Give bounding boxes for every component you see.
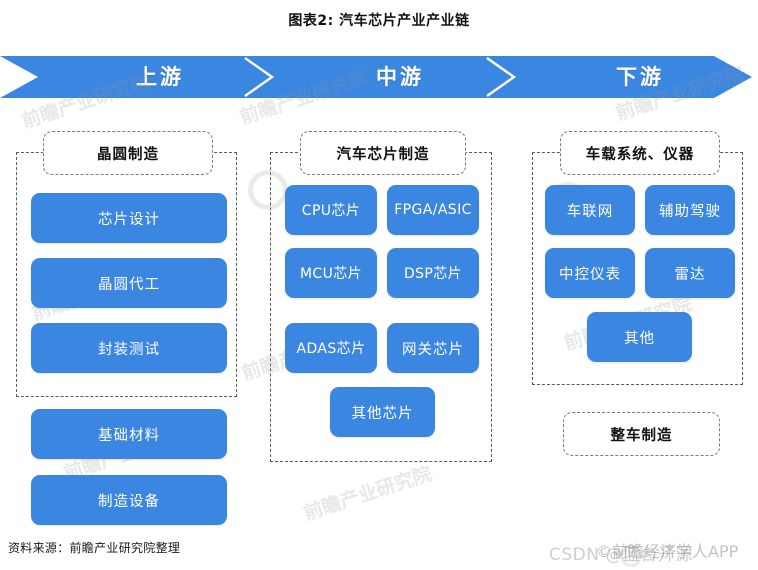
node-assisted-driving: 辅助驾驶 (645, 185, 735, 235)
node-center-console: 中控仪表 (545, 248, 635, 298)
node-manufacturing-equipment: 制造设备 (31, 475, 227, 525)
group-header-auto-chip-making: 汽车芯片制造 (300, 131, 466, 175)
group-header-vehicle-assembly: 整车制造 (563, 412, 720, 456)
source-note: 资料来源：前瞻产业研究院整理 (8, 541, 181, 555)
node-radar: 雷达 (645, 248, 735, 298)
group-header-wafer-manufacturing: 晶圆制造 (43, 131, 213, 175)
node-dsp-chip: DSP芯片 (387, 248, 479, 298)
node-fpga-asic: FPGA/ASIC (387, 185, 479, 235)
watermark-csdn: CSDN @蓝台开源 (549, 545, 693, 565)
node-connected-vehicle: 车联网 (545, 185, 635, 235)
node-adas-chip: ADAS芯片 (285, 323, 377, 373)
node-chip-design: 芯片设计 (31, 193, 227, 243)
node-base-materials: 基础材料 (31, 409, 227, 459)
node-gateway-chip: 网关芯片 (387, 323, 479, 373)
group-header-vehicle-systems: 车载系统、仪器 (560, 131, 720, 175)
stage-label-upstream: 上游 (136, 65, 184, 89)
watermark-qianzhan-app: ©前瞻经济学人APP (596, 542, 739, 561)
node-other-chips: 其他芯片 (330, 387, 435, 437)
page-title: 图表2: 汽车芯片产业产业链 (288, 13, 470, 29)
node-packaging-testing: 封装测试 (31, 323, 227, 373)
stage-label-downstream: 下游 (616, 65, 664, 89)
stage-label-midstream: 中游 (376, 65, 424, 89)
node-wafer-foundry: 晶圆代工 (31, 258, 227, 308)
stage-banner: 上游 中游 下游 (0, 56, 758, 98)
watermark-text: 前瞻产业研究院 (301, 462, 435, 525)
node-cpu-chip: CPU芯片 (285, 185, 377, 235)
node-other-downstream: 其他 (587, 312, 692, 362)
stage-banner-shape (0, 56, 752, 98)
node-mcu-chip: MCU芯片 (285, 248, 377, 298)
